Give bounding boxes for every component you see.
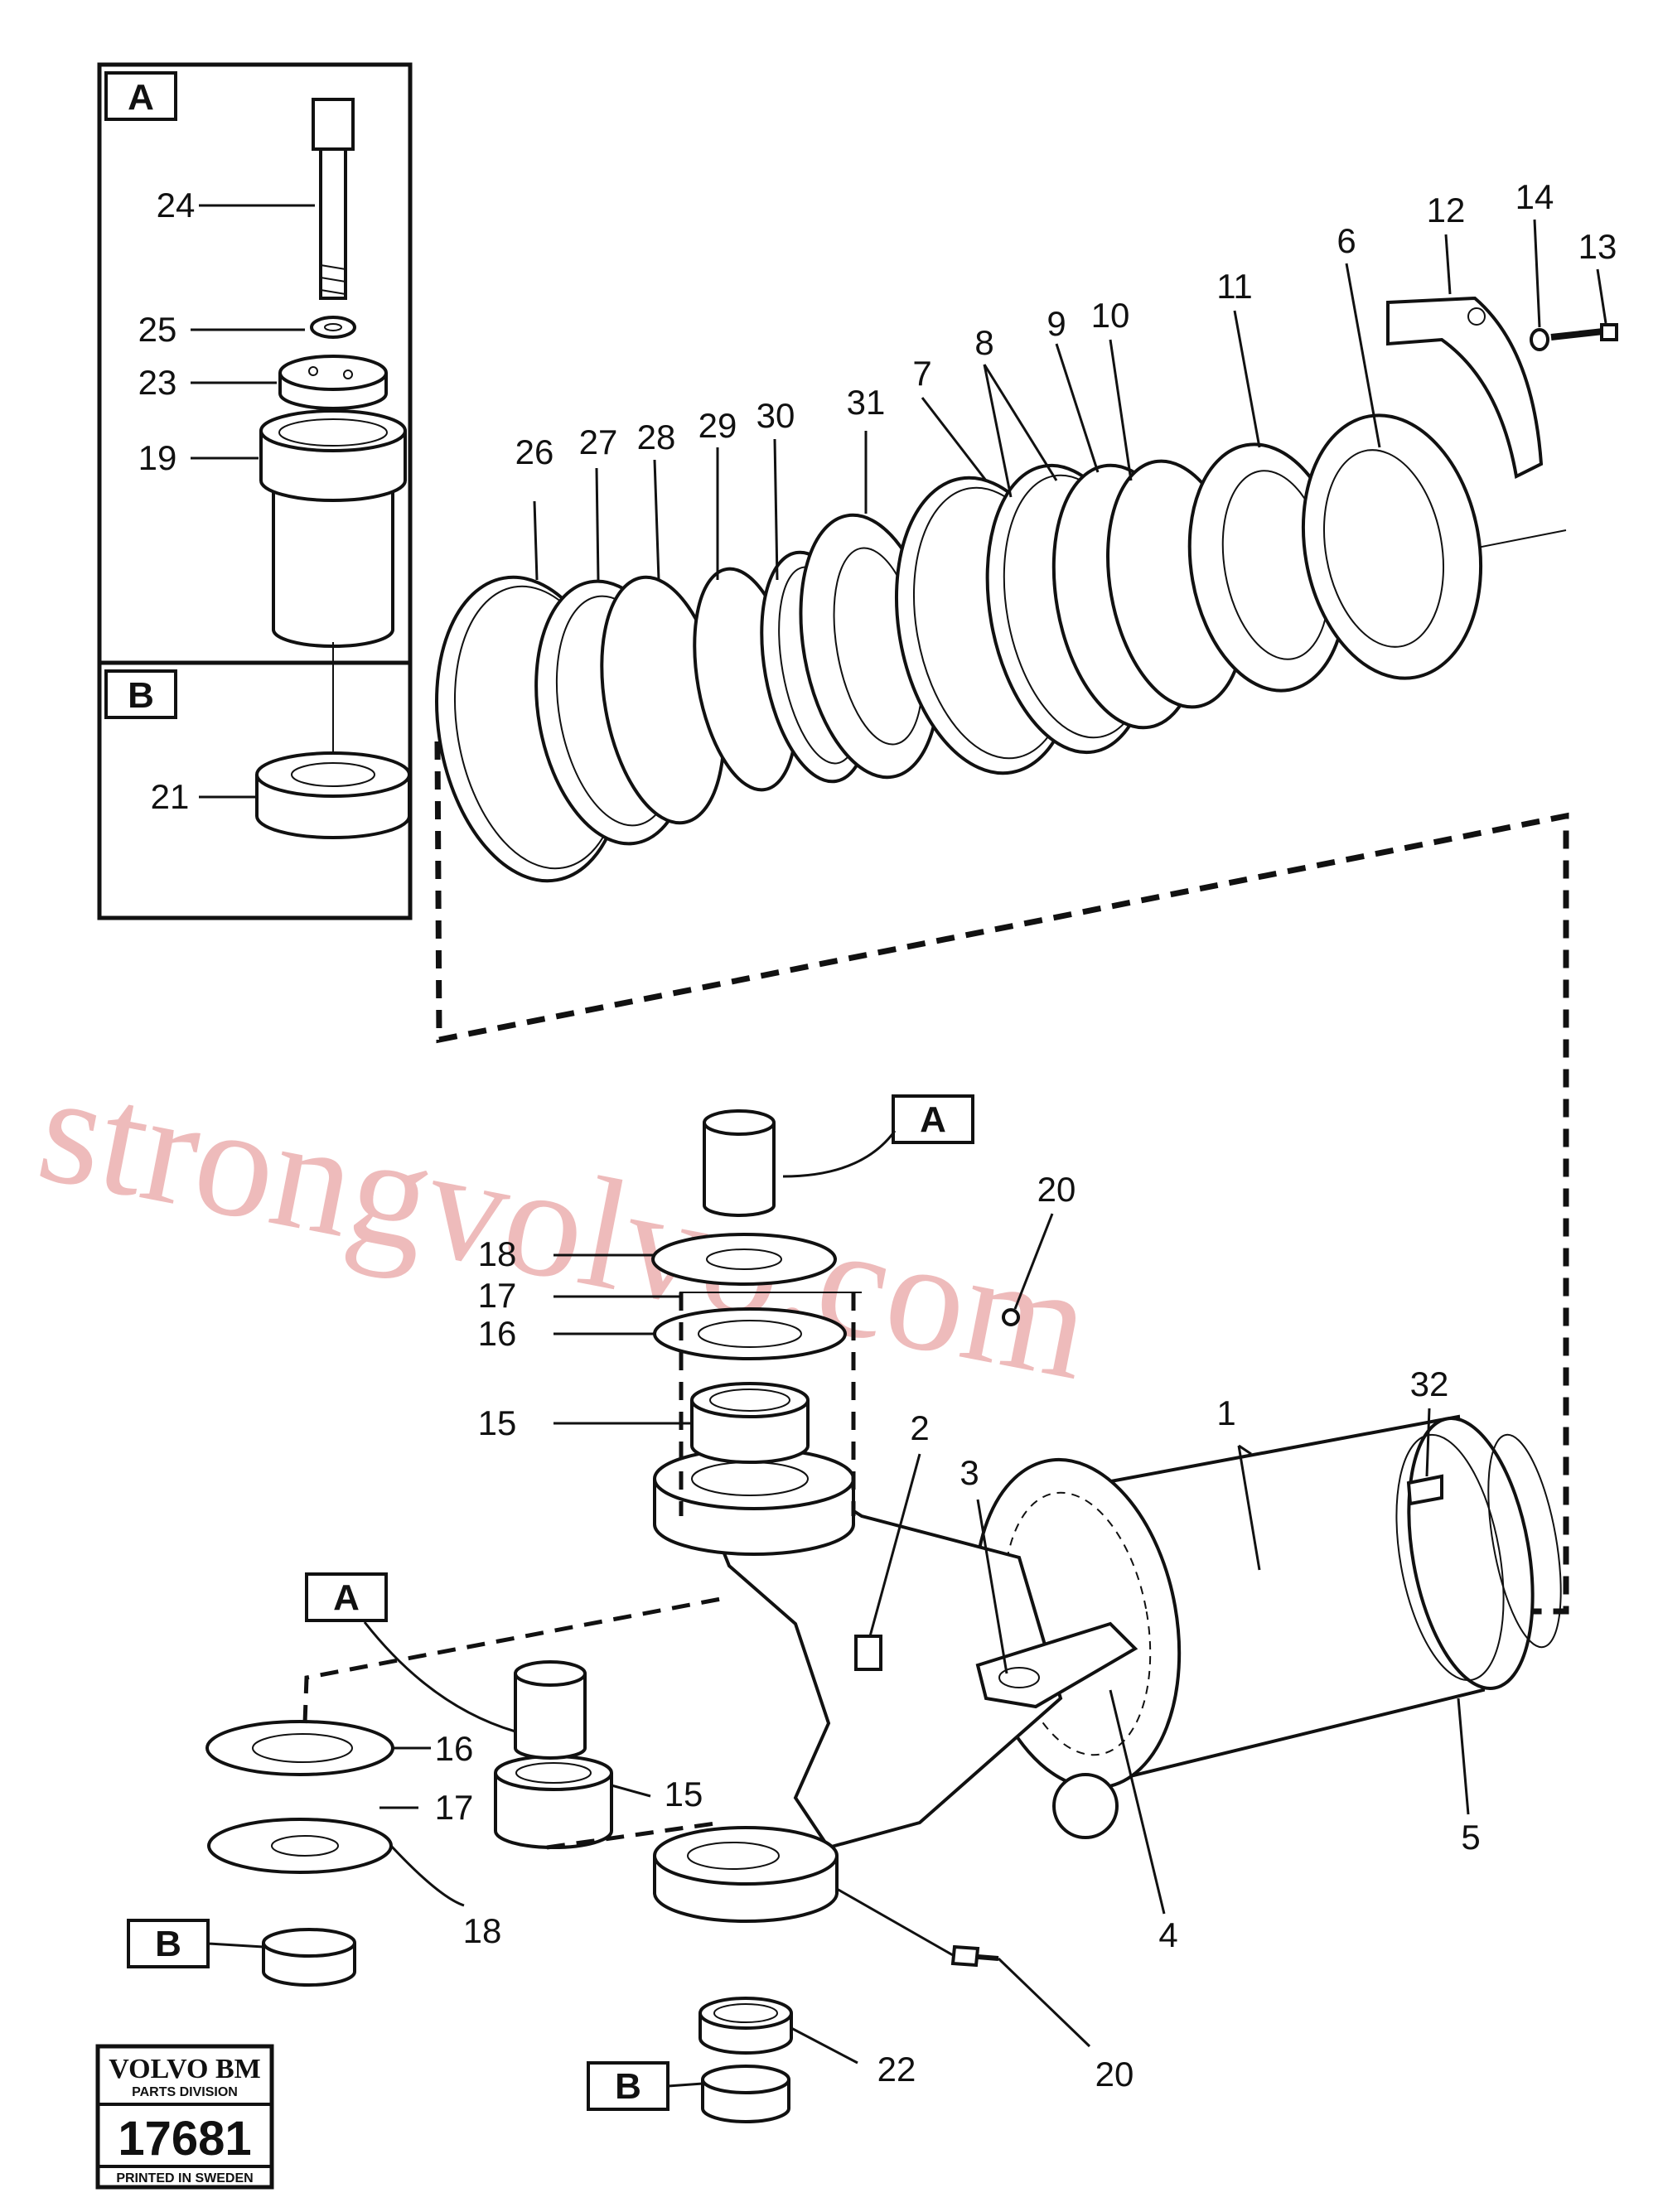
- callout-18-upper: 18: [478, 1234, 517, 1273]
- bushing-part: [259, 409, 407, 648]
- stamp-division: PARTS DIVISION: [132, 2085, 238, 2099]
- callout-1: 1: [1216, 1393, 1235, 1432]
- ref-b-bottom-label: B: [615, 2066, 641, 2107]
- callout-16-lower: 16: [435, 1729, 474, 1768]
- callout-30: 30: [756, 396, 795, 435]
- callout-16-upper: 16: [478, 1314, 517, 1353]
- inset-a-label-box: [104, 71, 177, 121]
- stamp-number: 17681: [118, 2112, 251, 2166]
- callout-7: 7: [912, 354, 931, 393]
- callout-14: 14: [1515, 177, 1554, 216]
- callout-17-lower: 17: [435, 1788, 474, 1827]
- callout-27: 27: [579, 423, 618, 461]
- inset-b-label-box: [104, 669, 177, 719]
- callout-32: 32: [1410, 1364, 1449, 1403]
- callout-15-upper: 15: [478, 1403, 517, 1442]
- callout-numbers: 24 25 23 19 21 26 27 28 29 30 31 7 8 9 1…: [138, 177, 1617, 2094]
- callout-28: 28: [637, 418, 676, 456]
- callout-4: 4: [1158, 1915, 1177, 1954]
- callout-9: 9: [1047, 304, 1066, 343]
- callout-15-lower: 15: [665, 1775, 703, 1814]
- callout-23: 23: [138, 363, 177, 402]
- callout-13: 13: [1578, 227, 1617, 266]
- callout-2: 2: [910, 1408, 929, 1447]
- callout-25: 25: [138, 310, 177, 349]
- callout-26: 26: [515, 432, 554, 471]
- callout-17-upper: 17: [478, 1276, 517, 1315]
- callout-18-lower: 18: [463, 1911, 502, 1950]
- callout-29: 29: [698, 406, 737, 445]
- callout-12: 12: [1427, 191, 1466, 229]
- ref-a-left-label: A: [333, 1577, 360, 1618]
- callout-24: 24: [157, 186, 196, 225]
- callout-3: 3: [960, 1453, 979, 1492]
- washer-part: [310, 316, 356, 339]
- stamp-footer: PRINTED IN SWEDEN: [116, 2171, 253, 2185]
- inset-a-label: A: [128, 77, 154, 118]
- knuckle-assembly: [653, 1414, 1562, 1923]
- callout-20-upper: 20: [1037, 1170, 1076, 1209]
- callout-22: 22: [877, 2050, 916, 2089]
- callout-20-lower: 20: [1095, 2055, 1134, 2094]
- callout-5: 5: [1461, 1818, 1480, 1857]
- dashed-assembly-path: [434, 741, 1569, 1615]
- callout-31: 31: [847, 383, 886, 422]
- callout-8: 8: [974, 323, 993, 362]
- inset-b-label: B: [128, 675, 154, 716]
- upper-pin-stack: [651, 1109, 1020, 1516]
- stamp-brand: VOLVO BM: [109, 2054, 260, 2084]
- callout-11: 11: [1216, 267, 1253, 306]
- lower-pin-stack: [205, 1596, 999, 2123]
- ref-a-top-label: A: [920, 1099, 946, 1140]
- callout-21: 21: [151, 777, 190, 816]
- volvo-bm-stamp: VOLVO BM PARTS DIVISION 17681 PRINTED IN…: [95, 2044, 274, 2190]
- callout-10: 10: [1091, 296, 1130, 335]
- bearing-stack: [435, 296, 1618, 883]
- plug-part: [278, 355, 388, 410]
- callout-19: 19: [138, 438, 177, 477]
- ring-part-21: [255, 751, 411, 839]
- callout-6: 6: [1337, 221, 1356, 260]
- ref-b-left-label: B: [155, 1924, 181, 1964]
- bolt-part: [312, 98, 355, 300]
- inset-panel: A B: [97, 62, 413, 920]
- reference-boxes: A A B B: [127, 1094, 974, 2111]
- leader-lines: [379, 219, 1607, 2065]
